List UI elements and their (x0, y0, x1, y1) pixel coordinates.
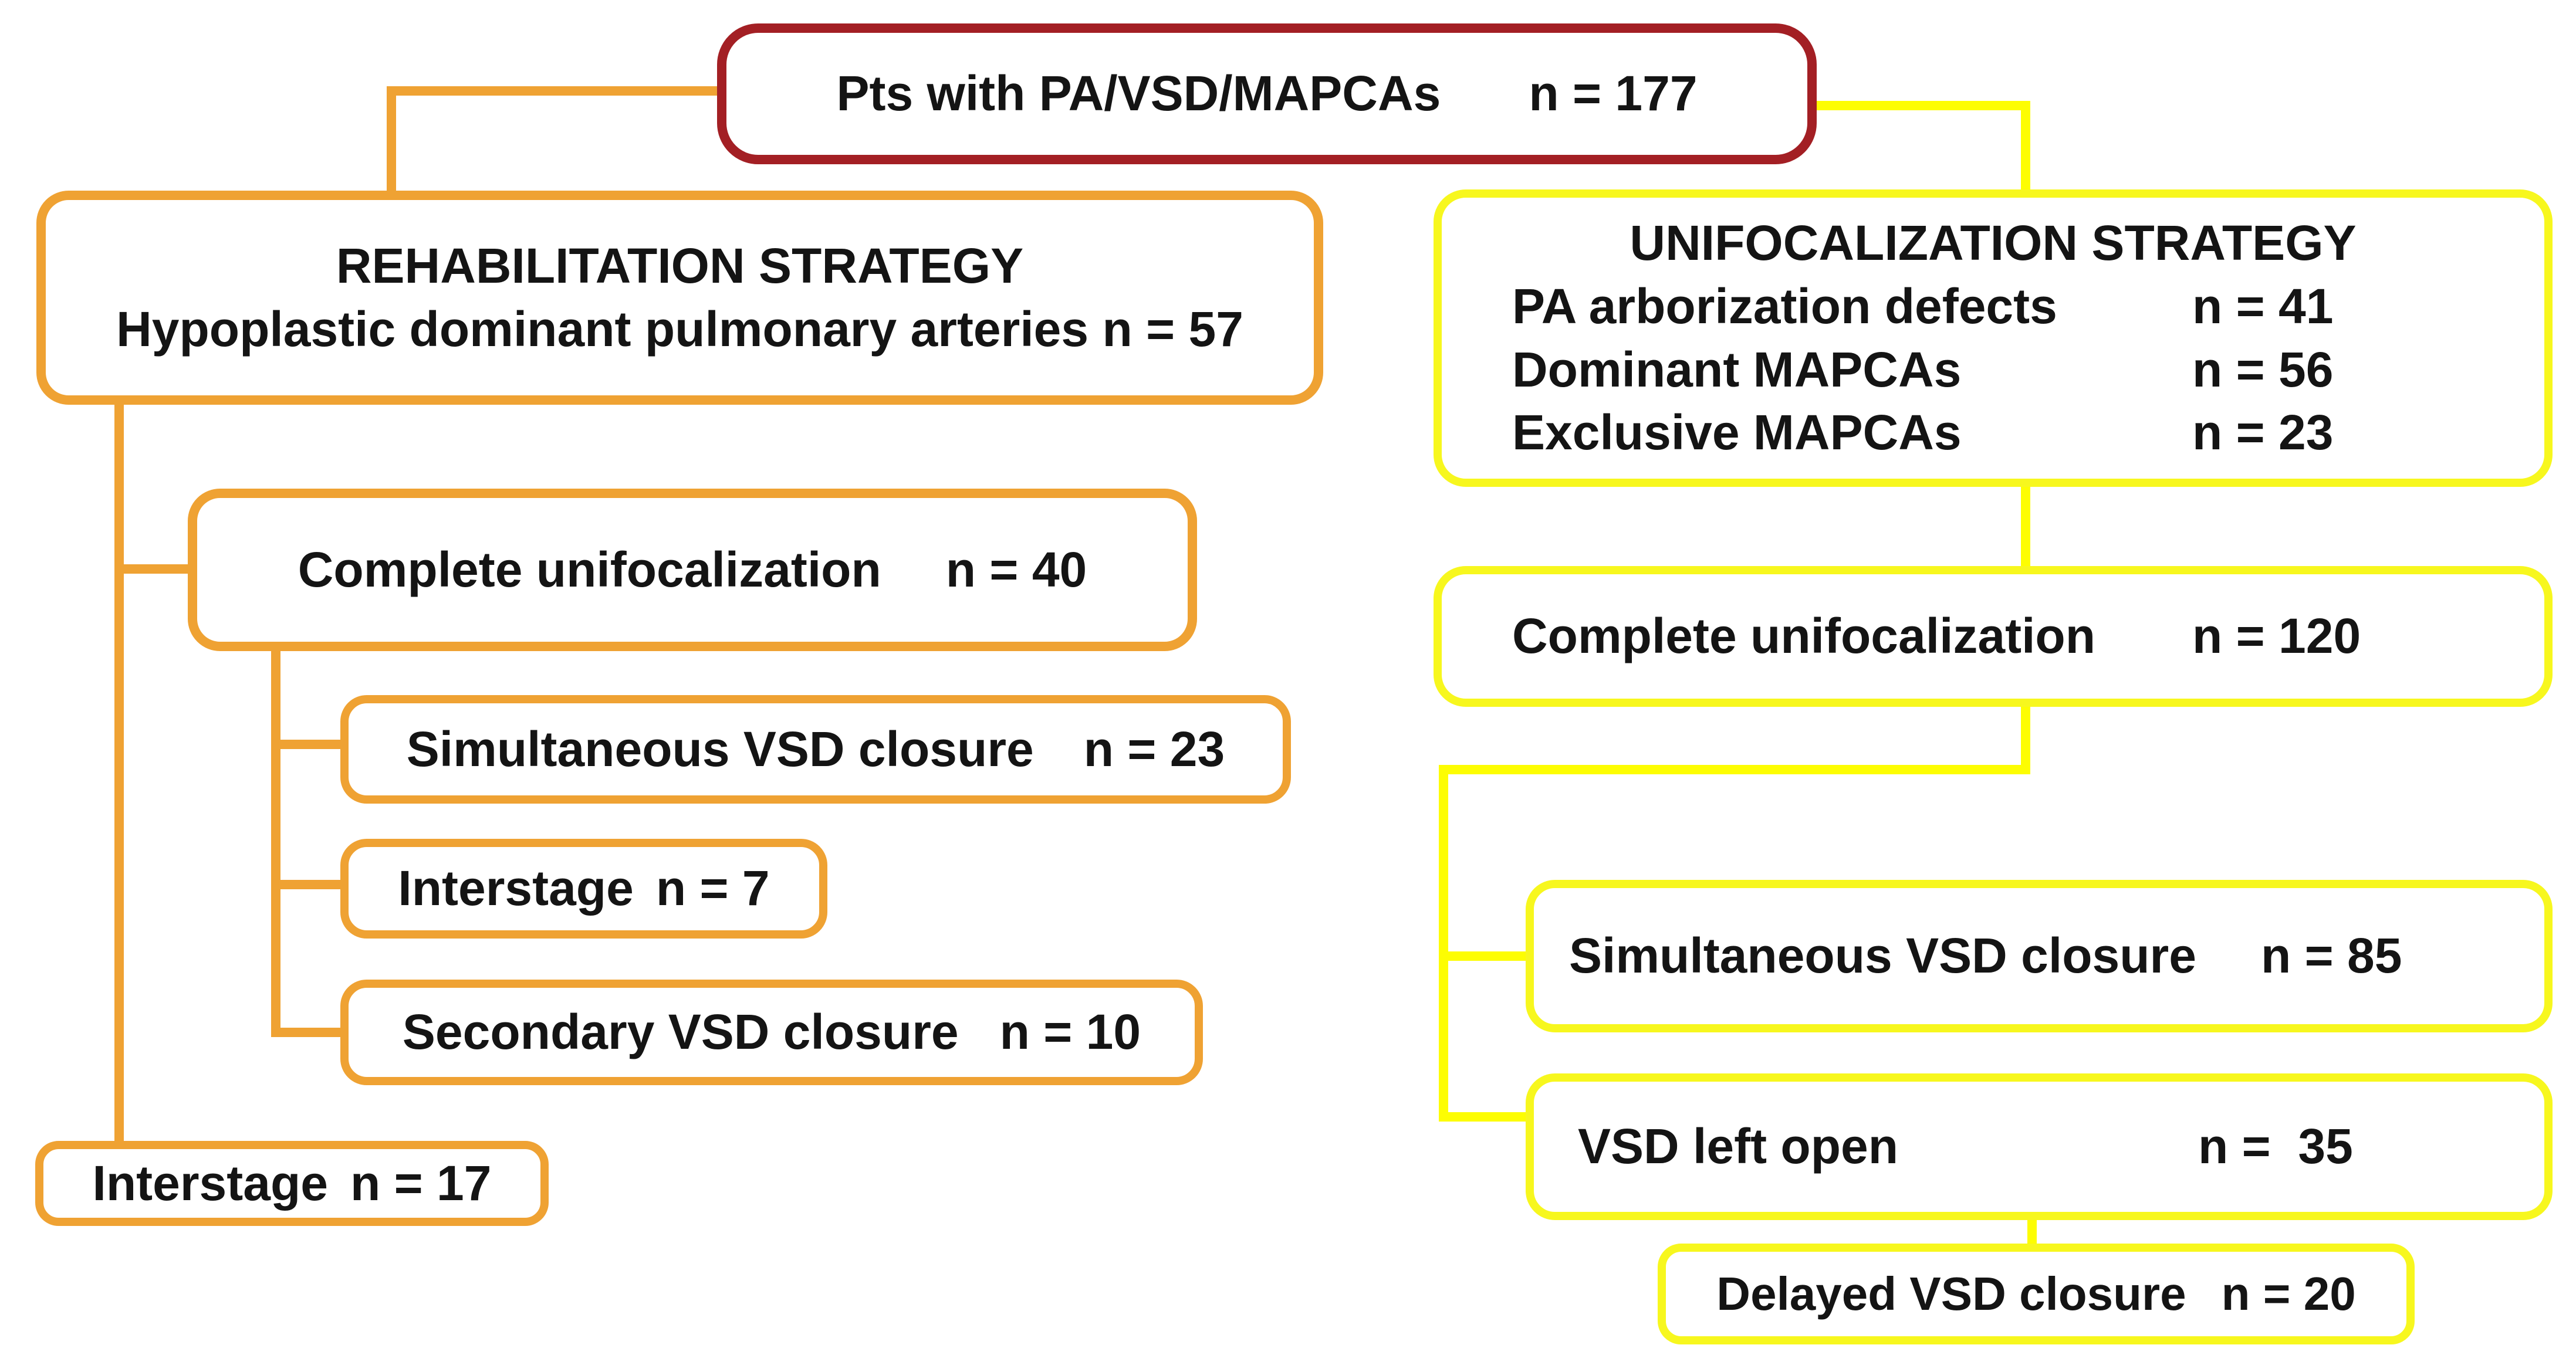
unifoc-row-count: n = 23 (2192, 405, 2334, 460)
unifoc-title: UNIFOCALIZATION STRATEGY (1630, 215, 2357, 271)
node-complete-unifocalization-unifoc: Complete unifocalization n = 120 (1434, 566, 2553, 707)
node-label: Interstage (398, 861, 634, 916)
node-count: n = 23 (1083, 721, 1225, 777)
connector-stub-interstage-7 (280, 880, 342, 889)
node-count: n = 20 (2221, 1267, 2356, 1320)
node-count: n = 10 (999, 1004, 1141, 1060)
node-label: VSD left open (1578, 1119, 1899, 1174)
unifoc-row-exclusive-mapcas: Exclusive MAPCAs n = 23 (1512, 401, 2474, 465)
connector-stub-simultaneous-23 (280, 740, 342, 749)
node-root-patients: Pts with PA/VSD/MAPCAs n = 177 (717, 23, 1817, 164)
node-label: Complete unifocalization (298, 541, 881, 597)
root-count: n = 177 (1529, 66, 1698, 121)
connector-vsd-open-to-delayed (2027, 1220, 2037, 1245)
unifoc-row-count: n = 56 (2192, 341, 2334, 397)
unifoc-row-count: n = 41 (2192, 278, 2334, 334)
node-simultaneous-vsd-closure-85: Simultaneous VSD closure n = 85 (1526, 880, 2553, 1032)
node-label: Simultaneous VSD closure (406, 721, 1034, 777)
unifoc-row-pa-arborization: PA arborization defects n = 41 (1512, 275, 2474, 338)
node-count: n = 85 (2260, 928, 2402, 984)
connector-root-to-unifoc-horizontal (1817, 101, 2030, 110)
rehab-subtitle: Hypoplastic dominant pulmonary arteries … (116, 301, 1243, 357)
connector-stub-vsd-left-open (1448, 1112, 1527, 1122)
unifoc-row-label: Dominant MAPCAs (1512, 341, 1962, 397)
node-unifocalization-strategy: UNIFOCALIZATION STRATEGY PA arborization… (1434, 189, 2553, 487)
node-label: Interstage (92, 1155, 328, 1211)
root-label: Pts with PA/VSD/MAPCAs (836, 66, 1441, 121)
node-interstage-7: Interstage n = 7 (340, 839, 827, 939)
rehab-title: REHABILITATION STRATEGY (336, 238, 1024, 293)
node-secondary-vsd-closure-10: Secondary VSD closure n = 10 (340, 980, 1203, 1085)
node-count: n = 17 (350, 1155, 492, 1211)
connector-root-to-rehab-vertical (387, 86, 396, 191)
node-label: Secondary VSD closure (402, 1004, 959, 1060)
node-rehabilitation-strategy: REHABILITATION STRATEGY Hypoplastic domi… (36, 191, 1323, 405)
node-interstage-17: Interstage n = 17 (35, 1141, 549, 1226)
node-label: Complete unifocalization (1512, 608, 2096, 664)
node-delayed-vsd-closure-20: Delayed VSD closure n = 20 (1658, 1244, 2415, 1344)
connector-stub-simultaneous-85 (1448, 951, 1527, 961)
node-count: n = 35 (2198, 1119, 2353, 1174)
connector-root-to-unifoc-vertical (2021, 101, 2030, 189)
node-count: n = 40 (945, 541, 1087, 597)
node-count: n = 7 (655, 861, 770, 916)
connector-unifoc-trunk (1439, 765, 1448, 1122)
connector-rehab-trunk (114, 405, 124, 1144)
connector-stub-complete-unifocalization-left (119, 564, 190, 574)
node-label: Delayed VSD closure (1716, 1267, 2186, 1320)
connector-root-to-rehab-horizontal (391, 86, 717, 96)
node-simultaneous-vsd-closure-23: Simultaneous VSD closure n = 23 (340, 695, 1291, 804)
connector-rehab-subtrunk (271, 651, 280, 1037)
unifoc-row-label: PA arborization defects (1512, 278, 2057, 334)
node-count: n = 120 (2192, 608, 2361, 664)
unifoc-row-label: Exclusive MAPCAs (1512, 405, 1962, 460)
connector-stub-secondary-10 (280, 1028, 342, 1037)
connector-complete-down-vertical (2021, 707, 2030, 774)
connector-unifoc-to-complete-vertical (2021, 487, 2030, 566)
unifoc-row-dominant-mapcas: Dominant MAPCAs n = 56 (1512, 338, 2474, 402)
node-complete-unifocalization-rehab: Complete unifocalization n = 40 (188, 489, 1197, 651)
node-label: Simultaneous VSD closure (1569, 928, 2196, 984)
connector-elbow-horizontal (1439, 765, 2030, 774)
node-vsd-left-open-35: VSD left open n = 35 (1526, 1073, 2553, 1220)
